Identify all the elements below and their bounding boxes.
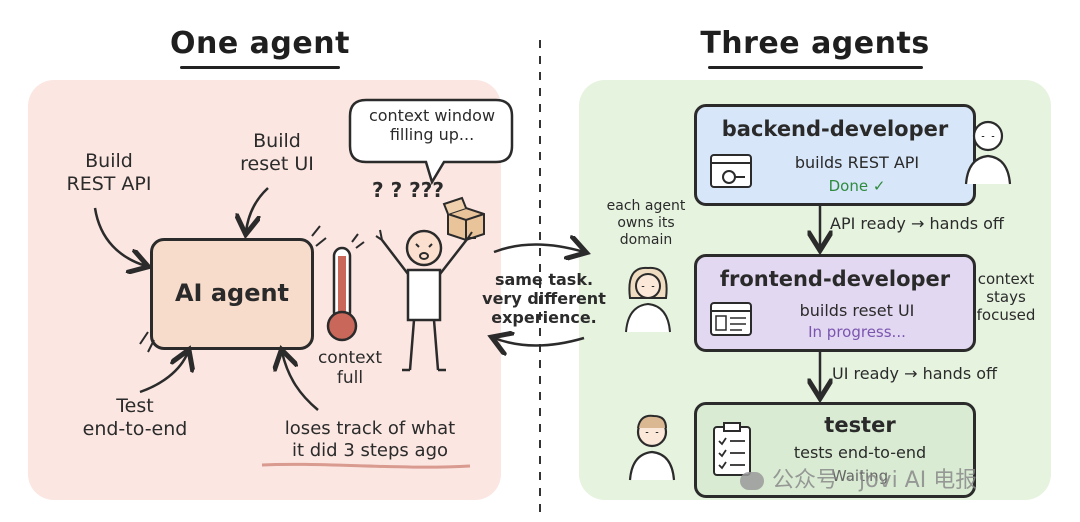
- ui-window-icon: [710, 302, 752, 336]
- one-agent-underline: [180, 66, 340, 69]
- ai-agent-label: AI agent: [174, 279, 290, 307]
- watermark-text: 公众号 · jovi AI 电报: [772, 468, 978, 493]
- comparison-arrows: [490, 236, 590, 356]
- tester-status: Waiting: [831, 467, 889, 485]
- backend-developer-status: Done ✓: [828, 177, 886, 195]
- test-end-to-end-label: Test end-to-end: [82, 395, 188, 440]
- frontend-person-icon: [625, 266, 671, 333]
- tester-task: tests end-to-end: [793, 443, 927, 462]
- frontend-developer-status: In progress...: [808, 323, 906, 341]
- handoff-ui-label: UI ready → hands off: [832, 364, 998, 383]
- handoff-api-label: API ready → hands off: [830, 214, 1004, 233]
- arrow-from-test: [139, 352, 188, 394]
- context-window-bubble-text: context window filling up...: [368, 106, 496, 145]
- build-rest-api-label: Build REST API: [66, 150, 152, 195]
- one-agent-heading: One agent: [170, 26, 350, 61]
- ai-agent-box: AI agent: [150, 238, 314, 350]
- frontend-developer-box: frontend-developer builds reset UI In pr…: [694, 254, 976, 352]
- context-stays-focused-label: context stays focused: [976, 270, 1036, 324]
- backend-developer-box: backend-developer builds REST API Done ✓: [694, 104, 976, 206]
- tester-title: tester: [824, 413, 896, 437]
- same-task-caption: same task. very different experience.: [482, 270, 606, 328]
- tester-person-icon: [628, 414, 676, 481]
- handoff-arrows: [800, 206, 840, 410]
- context-full-label: context full: [317, 348, 383, 389]
- frontend-developer-title: frontend-developer: [719, 267, 951, 291]
- checklist-icon: [713, 422, 751, 476]
- backend-developer-title: backend-developer: [721, 117, 949, 141]
- api-window-icon: [710, 154, 752, 188]
- backend-person-icon: [964, 120, 1012, 185]
- thermometer-icon: [326, 233, 365, 342]
- arrow-from-build-ui: [246, 187, 269, 232]
- center-divider: [539, 40, 541, 520]
- arrow-from-loses-track: [282, 352, 319, 411]
- arrow-from-build-rest: [93, 207, 146, 266]
- three-agents-heading: Three agents: [700, 26, 930, 61]
- arrows-into-agent: [93, 187, 471, 469]
- backend-developer-task: builds REST API: [794, 153, 920, 172]
- question-marks: ? ? ???: [372, 178, 444, 202]
- three-agents-underline: [708, 66, 923, 69]
- frontend-developer-task: builds reset UI: [799, 301, 915, 320]
- build-reset-ui-label: Build reset UI: [240, 130, 314, 175]
- open-box-icon: [442, 196, 485, 242]
- watermark: 公众号 · jovi AI 电报: [740, 462, 1060, 494]
- stressed-person-icon: [375, 229, 476, 372]
- speech-bubble-shape: [348, 98, 514, 186]
- loses-track-label: loses track of what it did 3 steps ago: [284, 418, 456, 461]
- each-agent-owns-domain-label: each agent owns its domain: [606, 198, 686, 248]
- wechat-icon: [740, 472, 764, 490]
